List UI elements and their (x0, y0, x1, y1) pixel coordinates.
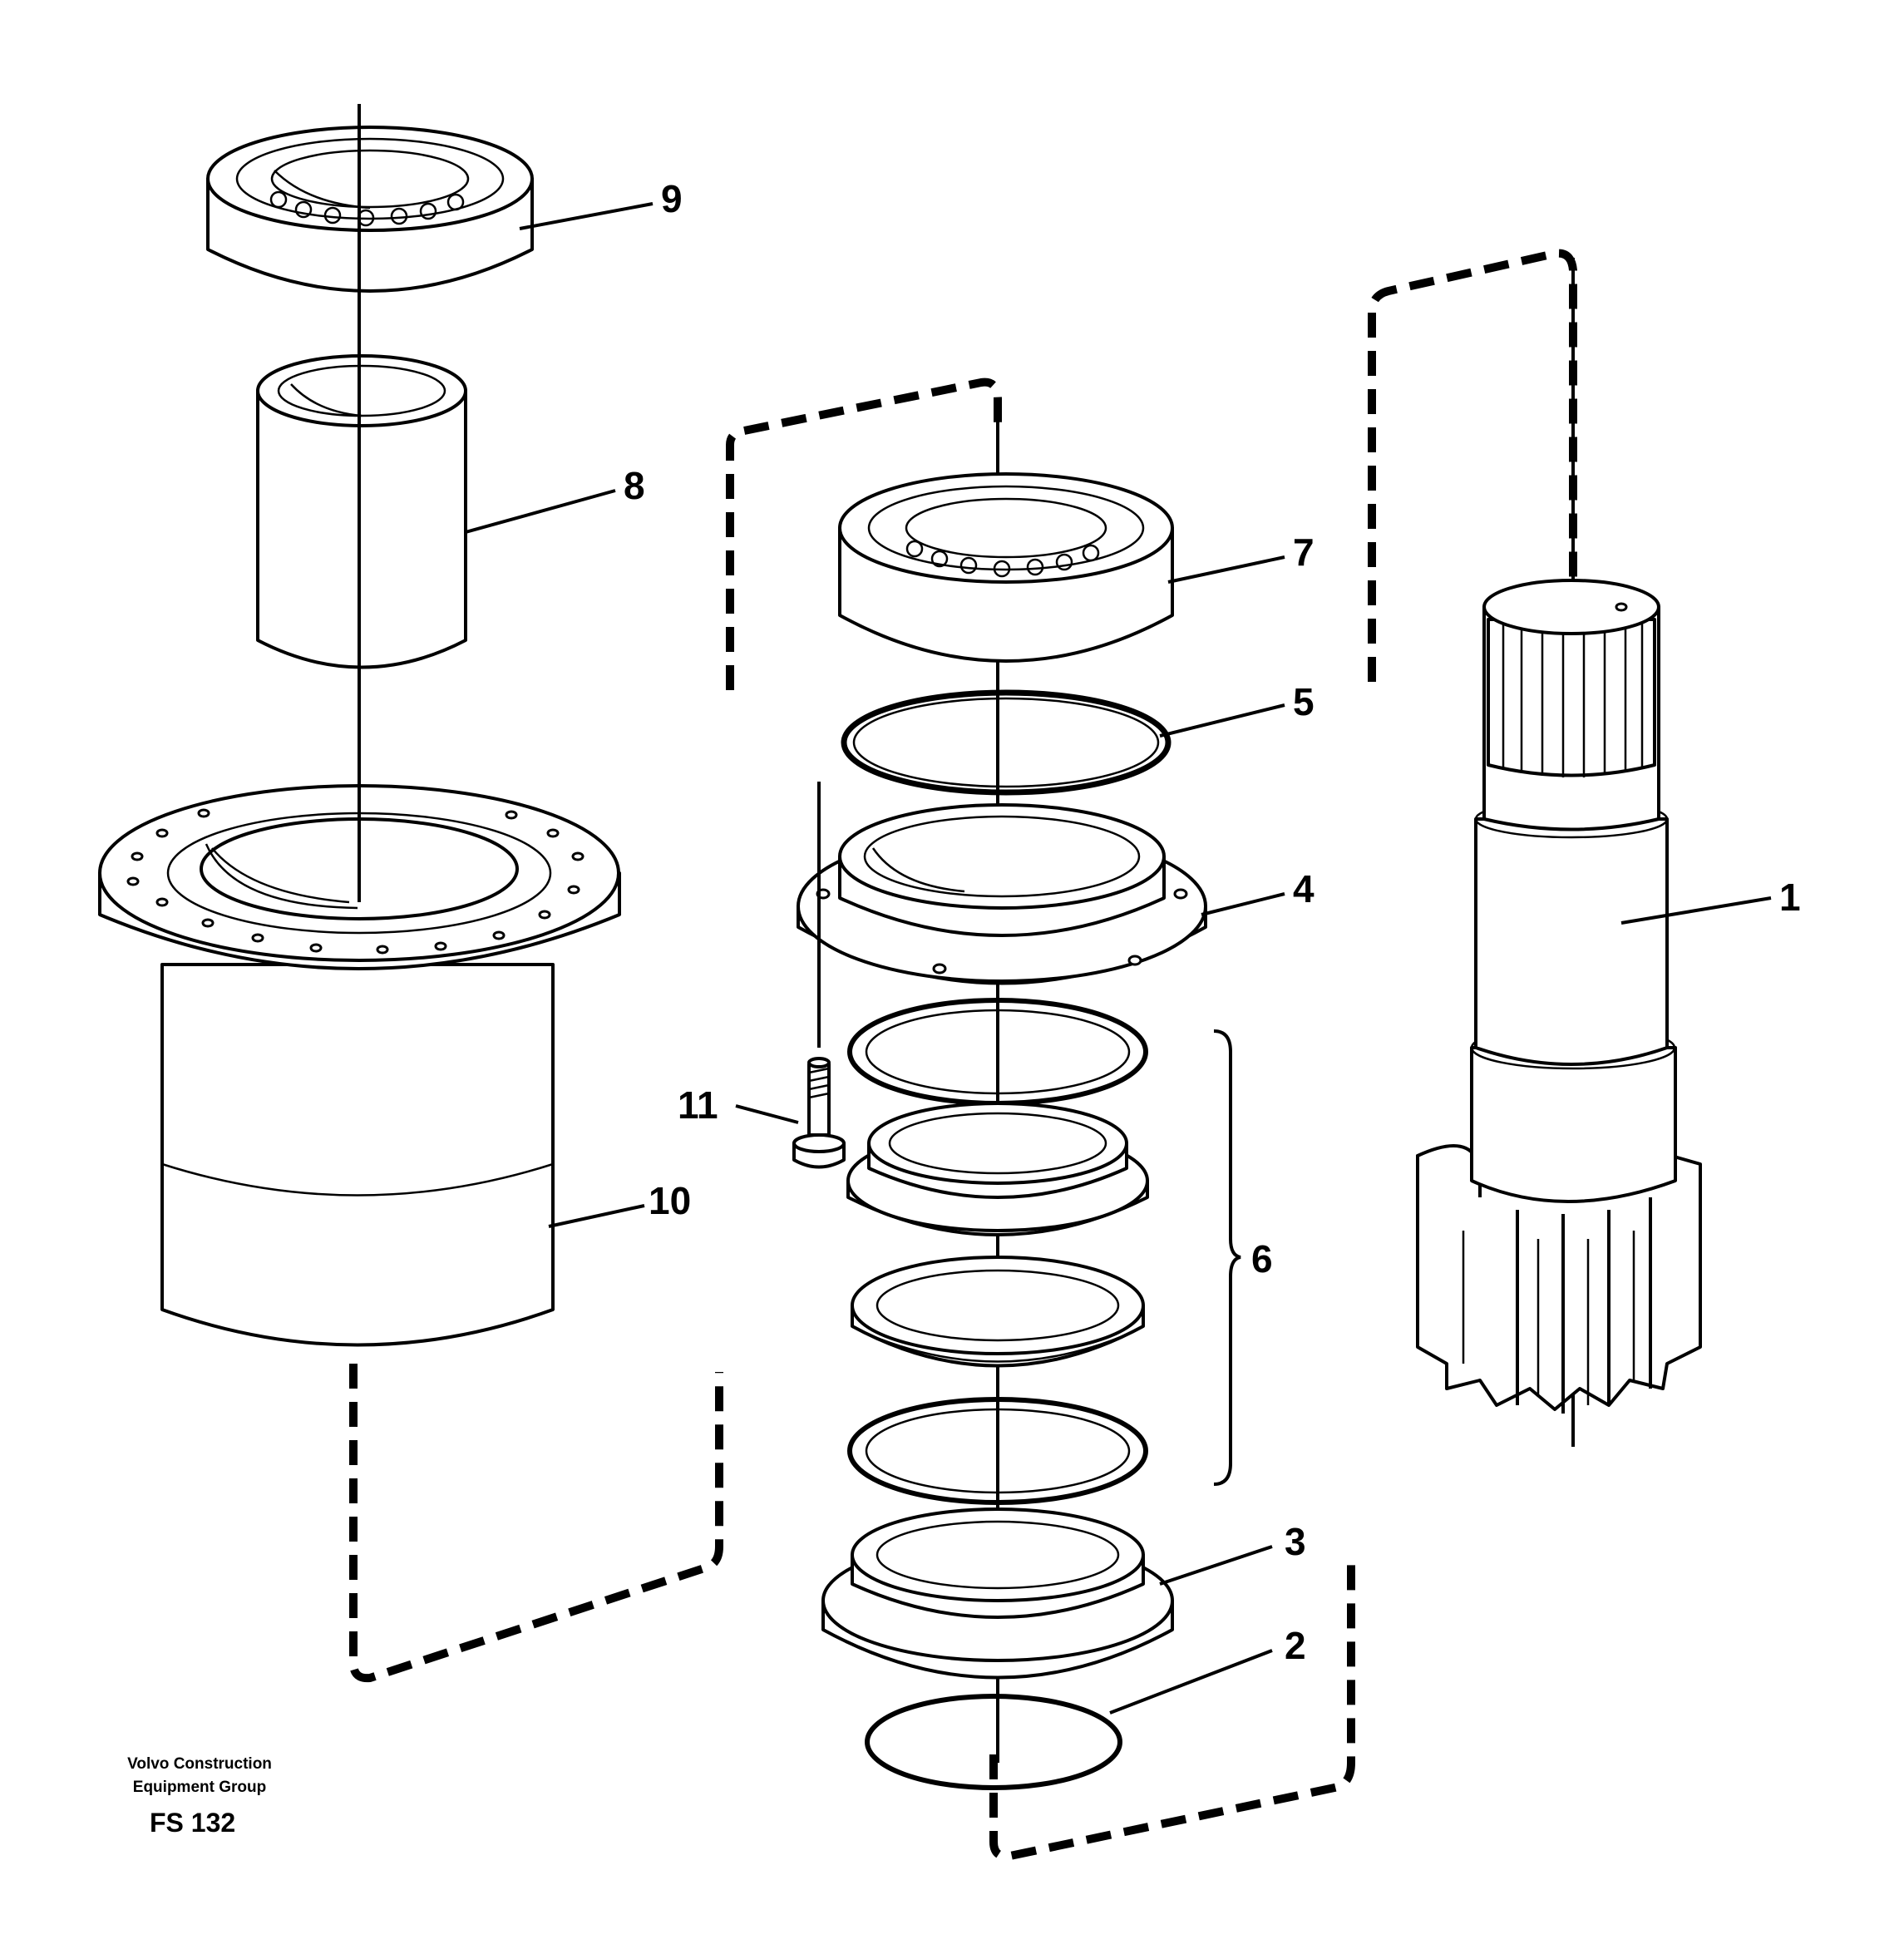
callout-9: 9 (661, 177, 683, 220)
part-5-ring (841, 689, 1172, 796)
assembly-guide-middle (726, 377, 1002, 690)
part-3-seal (821, 1507, 1174, 1680)
part-4-seal-cover (797, 803, 1207, 985)
leader-5 (1159, 703, 1285, 738)
leader-2 (1109, 1649, 1273, 1715)
leader-10 (548, 1204, 645, 1228)
part-2-oring (865, 1694, 1122, 1790)
callout-5: 5 (1293, 680, 1315, 723)
assembly-guide-left (349, 1364, 723, 1683)
part-1-pinion-shaft (1416, 579, 1702, 1414)
leader-8 (465, 489, 616, 534)
publisher-line-1: Volvo Construction (127, 1755, 272, 1773)
callout-2: 2 (1285, 1624, 1306, 1667)
part-9-bearing (206, 126, 534, 293)
part-11-screw (792, 782, 846, 1169)
leader-9 (519, 202, 654, 230)
callout-7: 7 (1293, 530, 1315, 574)
leader-3 (1159, 1545, 1273, 1586)
part-6-ring-d (847, 1397, 1148, 1505)
leader-4 (1201, 892, 1285, 916)
part-8-sleeve (256, 354, 467, 669)
callout-11: 11 (678, 1083, 718, 1127)
part-6-ring-b (846, 1102, 1149, 1236)
callout-4: 4 (1293, 867, 1315, 910)
leader-1 (1620, 896, 1772, 925)
leader-11 (735, 1104, 799, 1124)
leader-7 (1167, 555, 1285, 584)
flange-bolt-holes (126, 808, 585, 955)
callout-8: 8 (624, 464, 645, 507)
assembly-guide-bottom (989, 1563, 1355, 1861)
callout-1: 1 (1779, 876, 1801, 919)
bearing-rollers-7 (905, 540, 1100, 578)
publisher-footer: Volvo Construction Equipment Group FS 13… (91, 1753, 308, 1838)
figure-code: FS 132 (150, 1808, 236, 1838)
part-6-ring-c (851, 1256, 1145, 1368)
publisher-line-2: Equipment Group (132, 1779, 267, 1796)
part-7-bearing (838, 472, 1174, 663)
callout-10: 10 (649, 1179, 691, 1222)
callout-6: 6 (1251, 1237, 1273, 1280)
part-6-bracket (1213, 1029, 1241, 1486)
callout-3: 3 (1285, 1520, 1306, 1563)
